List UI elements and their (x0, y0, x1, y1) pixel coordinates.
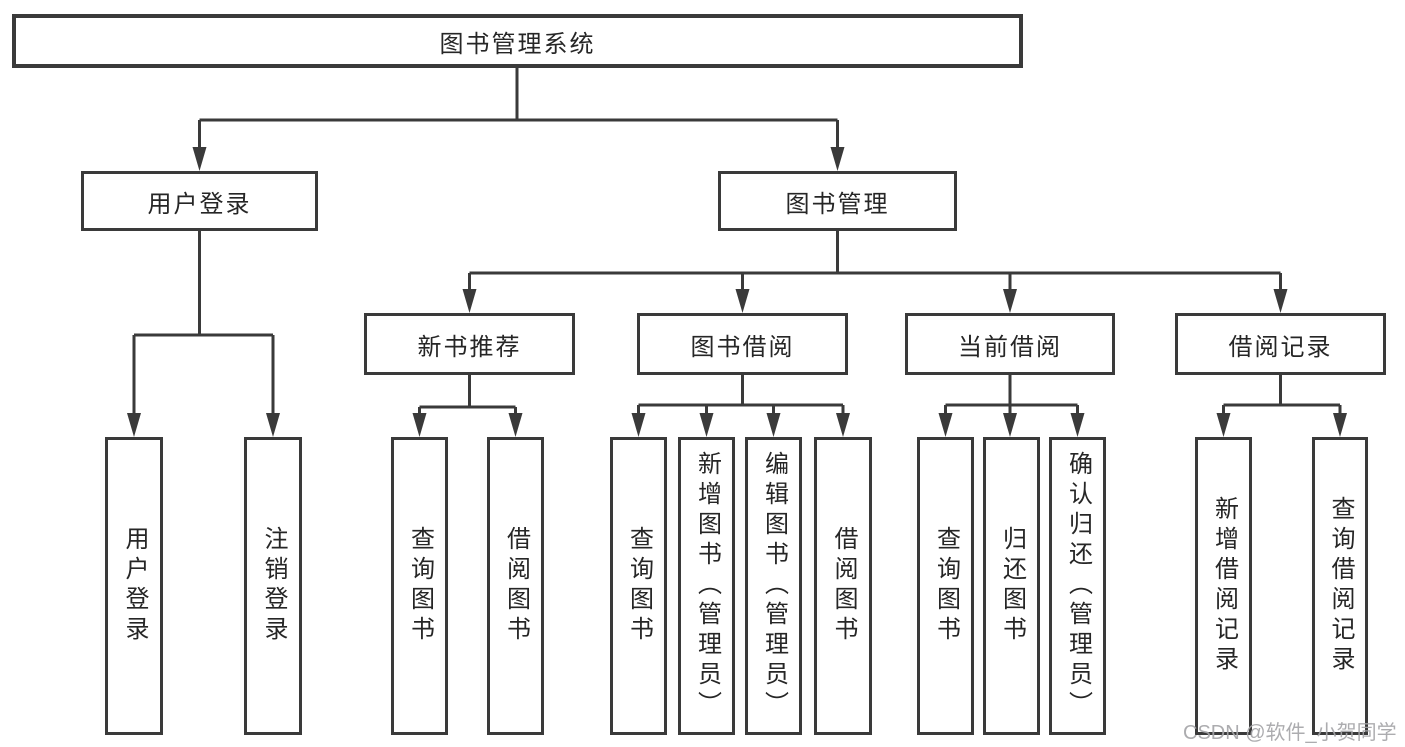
arrow-icon (1333, 413, 1347, 437)
node-current-borrow: 当前借阅 (905, 313, 1115, 375)
arrow-icon (938, 413, 953, 437)
arrow-icon (836, 413, 850, 437)
leaf-query-books-borrow: 查询图书 (610, 437, 667, 735)
node-book-management: 图书管理 (718, 171, 957, 231)
leaf-edit-books-admin: 编辑图书（管理员） (745, 437, 802, 735)
node-user-login: 用户登录 (81, 171, 318, 231)
arrow-icon (766, 413, 781, 437)
leaf-query-books-current: 查询图书 (917, 437, 974, 735)
leaf-query-borrow-record: 查询借阅记录 (1312, 437, 1368, 735)
arrow-icon (1273, 289, 1288, 313)
leaf-add-books-admin: 新增图书（管理员） (678, 437, 735, 735)
arrow-icon (192, 147, 207, 171)
leaf-add-borrow-record: 新增借阅记录 (1195, 437, 1252, 735)
connector-book-management (468, 231, 1282, 291)
leaf-borrow-books-recommend: 借阅图书 (487, 437, 544, 735)
node-new-book-recommend: 新书推荐 (364, 313, 575, 375)
node-book-borrow: 图书借阅 (637, 313, 848, 375)
arrow-icon (1070, 413, 1085, 437)
arrow-icon (508, 413, 523, 437)
arrow-icon (631, 413, 646, 437)
arrow-icon (1003, 289, 1017, 313)
arrow-icon (830, 147, 845, 171)
arrow-icon (266, 413, 280, 437)
arrow-icon (462, 289, 477, 313)
leaf-confirm-return-admin: 确认归还（管理员） (1049, 437, 1106, 735)
leaf-user-login: 用户登录 (105, 437, 163, 735)
connector-user-login (132, 231, 275, 415)
connector-book-borrow (637, 375, 845, 415)
arrow-icon (1003, 413, 1017, 437)
connector-new-book-recommend (418, 375, 517, 415)
node-root: 图书管理系统 (12, 14, 1023, 68)
leaf-borrow-books: 借阅图书 (814, 437, 872, 735)
node-borrow-records: 借阅记录 (1175, 313, 1386, 375)
arrow-icon (735, 289, 750, 313)
arrowheads (127, 147, 1347, 437)
arrow-icon (1216, 413, 1231, 437)
connector-current-borrow (944, 375, 1079, 415)
leaf-logout: 注销登录 (244, 437, 302, 735)
leaf-return-books: 归还图书 (983, 437, 1040, 735)
arrow-icon (412, 413, 427, 437)
connector-root (198, 68, 839, 149)
arrow-icon (127, 413, 141, 437)
leaf-query-books-recommend: 查询图书 (391, 437, 448, 735)
watermark: CSDN @软件_小贺同学 (1183, 722, 1397, 744)
connector-borrow-records (1222, 375, 1342, 415)
arrow-icon (699, 413, 714, 437)
